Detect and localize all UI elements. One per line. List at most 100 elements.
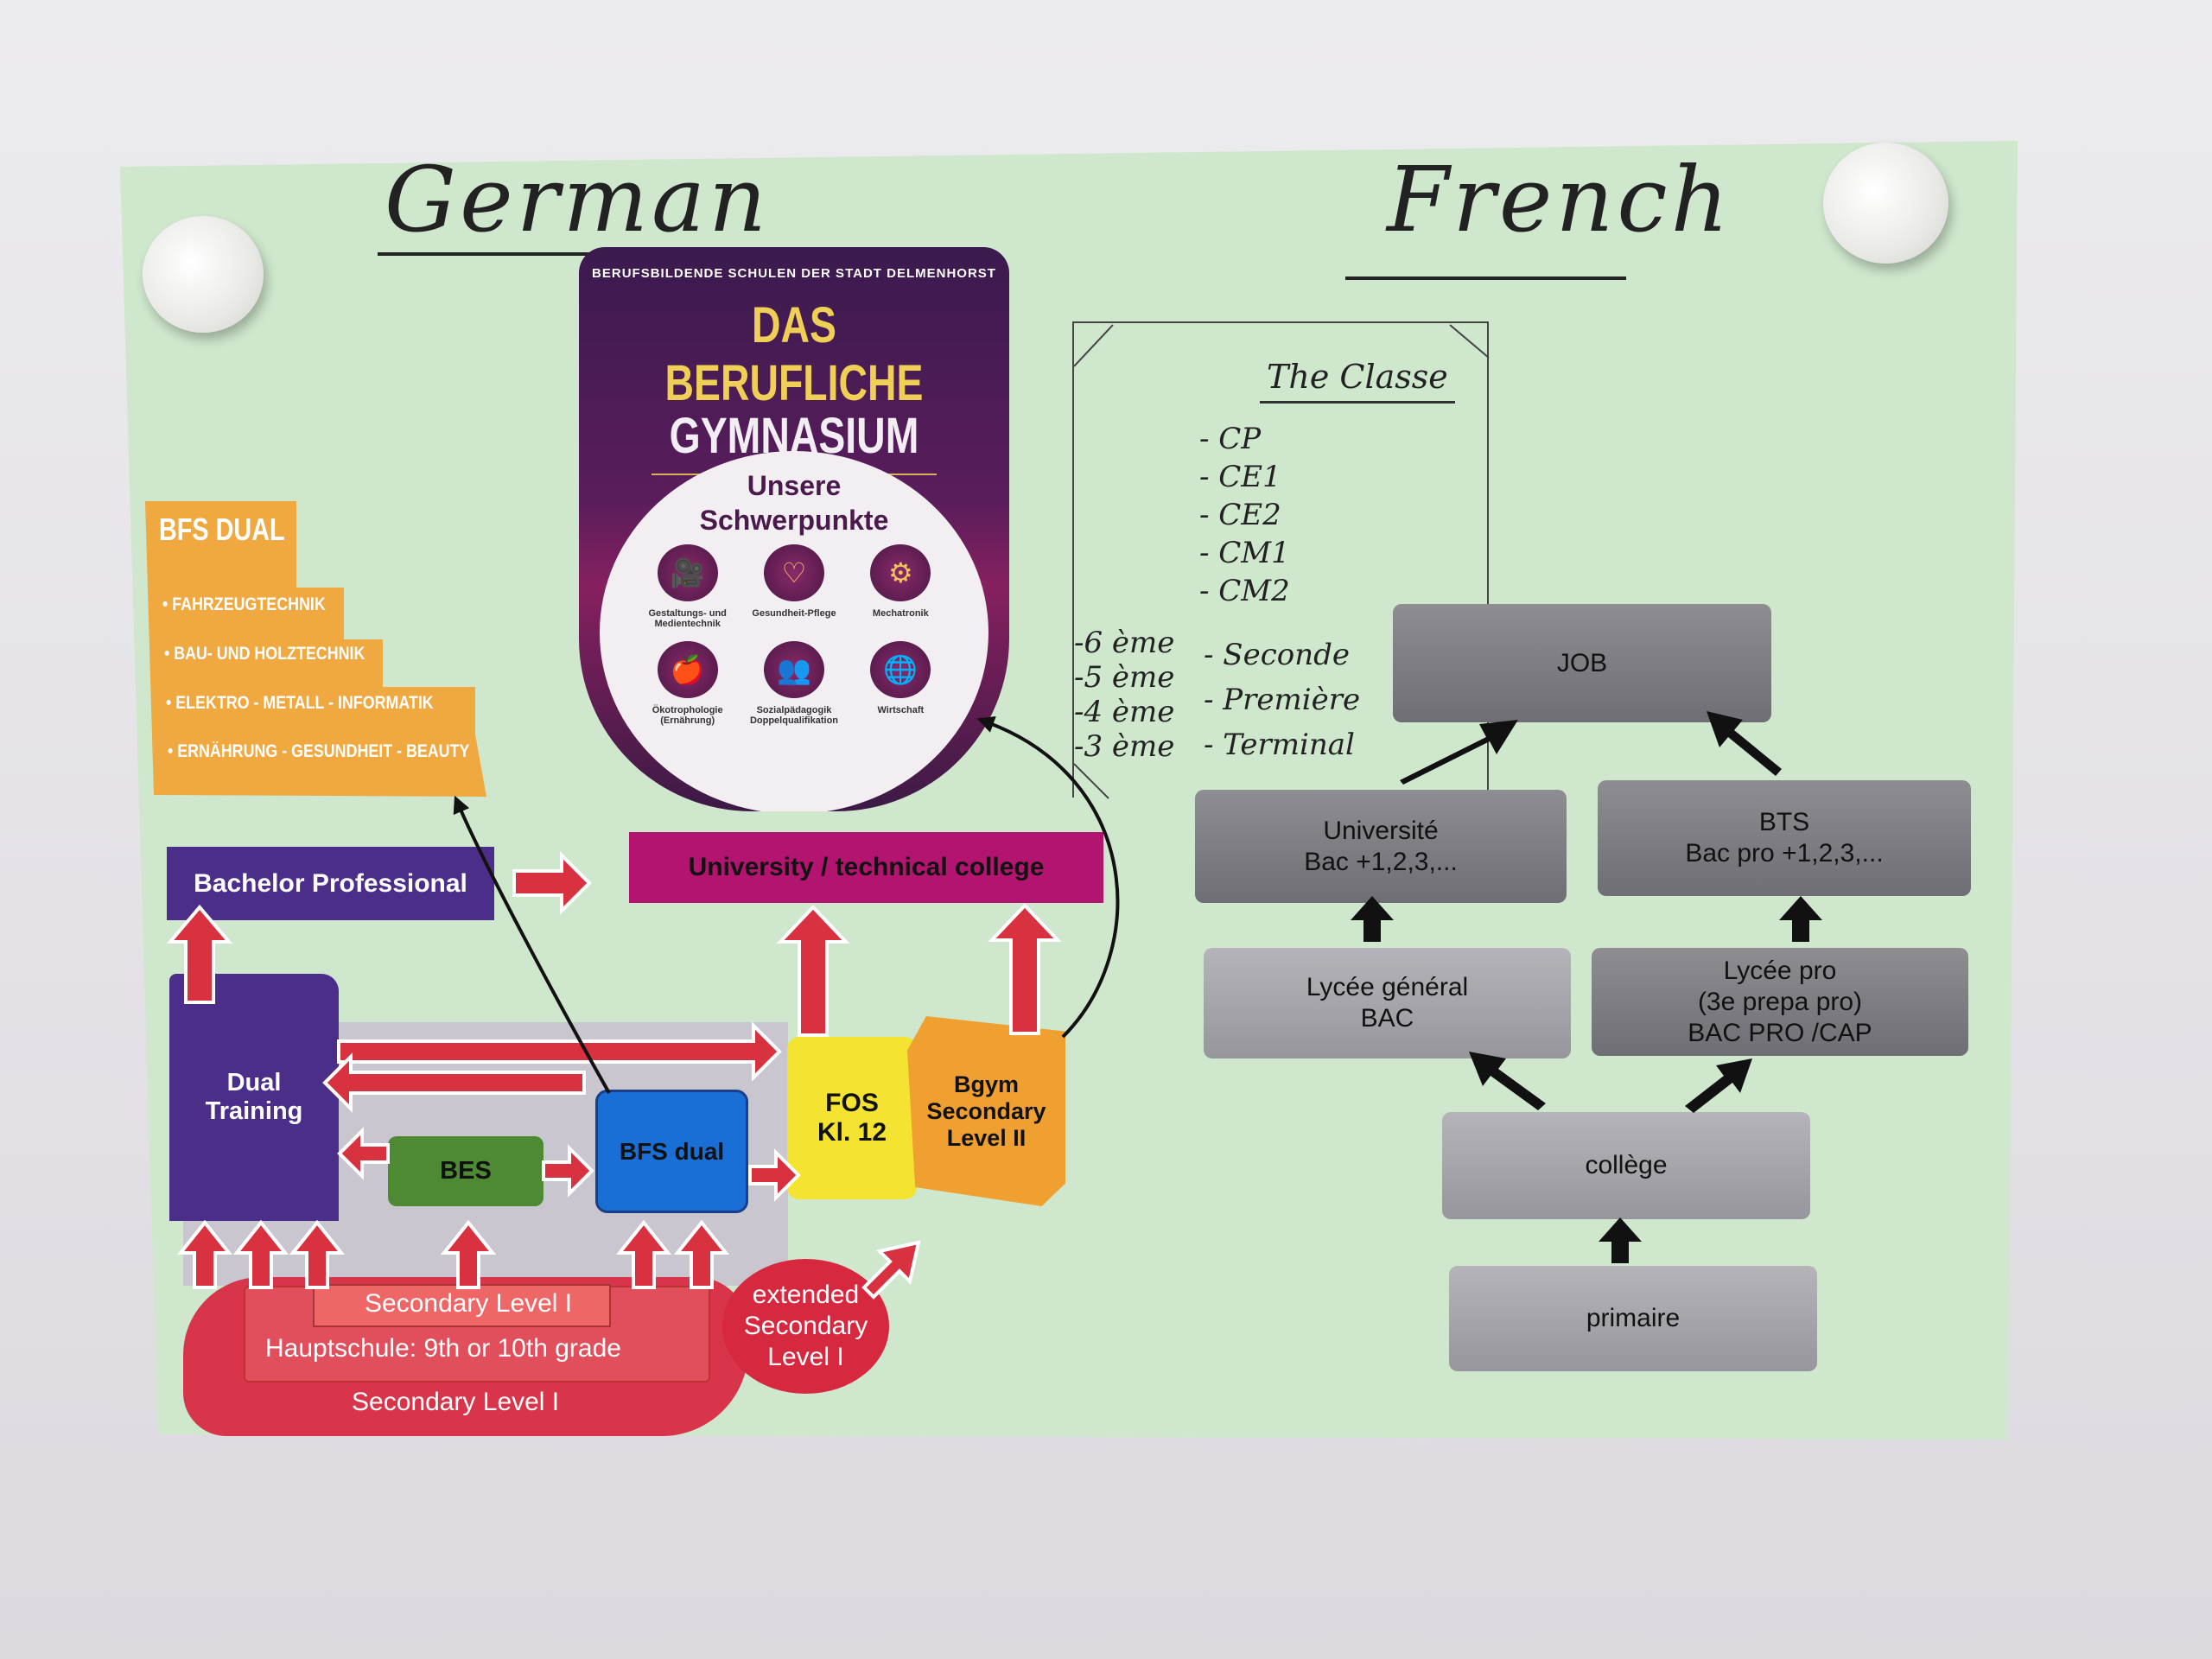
class-ce1: - CE1 bbox=[1199, 460, 1281, 494]
arrow-right-icon bbox=[748, 1148, 801, 1202]
arrow-up-icon bbox=[1685, 1058, 1752, 1113]
french-underline bbox=[1345, 276, 1626, 280]
class-premiere: - Première bbox=[1204, 683, 1361, 717]
arrow-up-icon bbox=[289, 1219, 346, 1289]
bfs-dual-card: BFS DUAL • FAHRZEUGTECHNIK • BAU- UND HO… bbox=[145, 501, 486, 797]
hauptschule-label: Hauptschule: 9th or 10th grade bbox=[265, 1334, 621, 1363]
class-cm2: - CM2 bbox=[1199, 574, 1290, 608]
heart-pulse-icon: ♡ bbox=[763, 544, 824, 601]
bes-box: BES bbox=[388, 1136, 543, 1206]
secondary-level-top-label: Secondary Level I bbox=[365, 1289, 573, 1318]
arrow-up-icon bbox=[1707, 711, 1782, 776]
arrow-right-icon bbox=[512, 851, 592, 915]
arrow-up-icon bbox=[1469, 1052, 1546, 1110]
flyer-title-line1: DAS BERUFLICHE bbox=[664, 297, 924, 411]
focus-item: ⚙ Mechatronik bbox=[848, 544, 954, 629]
food-icon: 🍎 bbox=[657, 641, 718, 698]
fos-box: FOS Kl. 12 bbox=[787, 1037, 917, 1199]
arrow-up-icon bbox=[1400, 720, 1518, 785]
arrow-left-icon bbox=[322, 1052, 586, 1113]
bfs-item: • BAU- UND HOLZTECHNIK bbox=[164, 644, 365, 664]
globe-business-icon: 🌐 bbox=[870, 641, 931, 698]
class-5eme: -5 ème bbox=[1074, 660, 1175, 695]
arrow-up-icon bbox=[232, 1219, 289, 1289]
secondary-level-base: Secondary Level I Hauptschule: 9th or 10… bbox=[183, 1277, 748, 1436]
focus-item: 🌐 Wirtschaft bbox=[848, 641, 954, 726]
arrow-up-icon bbox=[440, 1219, 497, 1289]
arrow-up-icon bbox=[673, 1219, 730, 1289]
arrow-right-icon bbox=[542, 1144, 594, 1198]
class-6eme: -6 ème bbox=[1074, 626, 1175, 660]
arrow-right-icon bbox=[337, 1021, 782, 1082]
focus-item: ♡ Gesundheit-Pflege bbox=[741, 544, 847, 629]
bgym-box: Bgym Secondary Level II bbox=[907, 1016, 1065, 1206]
arrow-up-icon bbox=[1351, 896, 1394, 942]
college-box: collège bbox=[1442, 1112, 1810, 1219]
class-cp: - CP bbox=[1199, 422, 1262, 456]
bfs-item: • FAHRZEUGTECHNIK bbox=[162, 594, 326, 614]
german-heading: German bbox=[385, 147, 770, 252]
french-heading: French bbox=[1387, 147, 1732, 252]
class-seconde: - Seconde bbox=[1204, 638, 1351, 672]
arrow-up-icon bbox=[615, 1219, 672, 1289]
bfs-item: • ELEKTRO - METALL - INFORMATIK bbox=[166, 693, 434, 713]
arrow-up-icon bbox=[1599, 1217, 1642, 1263]
primaire-box: primaire bbox=[1449, 1266, 1817, 1371]
arrow-up-icon bbox=[1779, 896, 1822, 942]
focus-item: 🍎 Ökotrophologie (Ernährung) bbox=[634, 641, 741, 726]
lycee-pro-box: Lycée pro (3e prepa pro) BAC PRO /CAP bbox=[1592, 948, 1968, 1056]
camera-icon: 🎥 bbox=[657, 544, 718, 601]
black-arrows bbox=[1351, 711, 1822, 1263]
arrow-up-icon bbox=[988, 903, 1062, 1035]
hand-drawn-lines bbox=[453, 716, 1120, 1094]
bachelor-professional-box: Bachelor Professional bbox=[167, 847, 494, 920]
arrow-diagonal-icon bbox=[861, 1240, 921, 1300]
focus-label: Ökotrophologie (Ernährung) bbox=[652, 705, 723, 726]
arrow-up-icon bbox=[166, 904, 233, 1004]
focus-label: Gestaltungs- und Medientechnik bbox=[648, 608, 727, 629]
frame-corners bbox=[1074, 324, 1490, 799]
secondary-level-bottom-label: Secondary Level I bbox=[352, 1388, 560, 1416]
extended-secondary-box: extended Secondary Level I bbox=[722, 1259, 889, 1394]
focus-label: Wirtschaft bbox=[877, 705, 925, 715]
class-cm1: - CM1 bbox=[1199, 536, 1290, 570]
arrow-left-icon bbox=[337, 1127, 390, 1180]
bfs-dual-box: BFS dual bbox=[595, 1090, 748, 1213]
line-bfsdual-to-bfs bbox=[453, 795, 611, 1094]
red-arrows bbox=[166, 851, 1062, 1300]
classe-title: The Classe bbox=[1260, 358, 1455, 404]
lycee-classes: - Seconde - Première - Terminal bbox=[1204, 632, 1360, 767]
focus-title-line1: Unsere bbox=[747, 470, 842, 501]
lycee-general-box: Lycée général BAC bbox=[1204, 948, 1571, 1058]
job-box: JOB bbox=[1393, 604, 1771, 722]
college-classes: -6 ème -5 ème -4 ème -3 ème bbox=[1074, 626, 1174, 764]
right-magnet bbox=[1823, 143, 1948, 264]
robot-arm-icon: ⚙ bbox=[870, 544, 931, 601]
focus-item: 🎥 Gestaltungs- und Medientechnik bbox=[634, 544, 741, 629]
class-terminal: - Terminal bbox=[1204, 728, 1355, 762]
focus-label: Sozialpädagogik Doppelqualifikation bbox=[749, 705, 839, 726]
university-box: University / technical college bbox=[629, 832, 1103, 903]
bts-box: BTS Bac pro +1,2,3,... bbox=[1598, 780, 1971, 896]
german-underline bbox=[378, 252, 671, 256]
arrow-up-icon bbox=[776, 905, 850, 1037]
class-ce2: - CE2 bbox=[1199, 498, 1281, 532]
bfs-dual-stepped-shape bbox=[145, 501, 486, 797]
people-icon: 👥 bbox=[763, 641, 824, 698]
bfs-dual-title: BFS DUAL bbox=[159, 512, 285, 547]
left-magnet bbox=[143, 216, 264, 333]
focus-circle: Unsere Schwerpunkte 🎥 Gestaltungs- und Me… bbox=[600, 451, 988, 811]
primary-classes: - CP - CE1 - CE2 - CM1 - CM2 bbox=[1199, 420, 1290, 610]
classe-frame: The Classe - CP - CE1 - CE2 - CM1 - CM2 … bbox=[1072, 321, 1490, 799]
universite-box: Université Bac +1,2,3,... bbox=[1195, 790, 1567, 903]
focus-label: Gesundheit-Pflege bbox=[752, 608, 836, 619]
dual-training-box: Dual Training bbox=[169, 974, 339, 1221]
school-name: BERUFSBILDENDE SCHULEN DER STADT DELMENH… bbox=[592, 266, 996, 281]
class-4eme: -4 ème bbox=[1074, 695, 1175, 729]
berufliches-gymnasium-flyer: BERUFSBILDENDE SCHULEN DER STADT DELMENH… bbox=[579, 247, 1009, 811]
focus-item: 👥 Sozialpädagogik Doppelqualifikation bbox=[741, 641, 847, 726]
class-3eme: -3 ème bbox=[1074, 729, 1175, 764]
focus-label: Mechatronik bbox=[872, 608, 929, 619]
focus-title-line2: Schwerpunkte bbox=[699, 505, 889, 536]
